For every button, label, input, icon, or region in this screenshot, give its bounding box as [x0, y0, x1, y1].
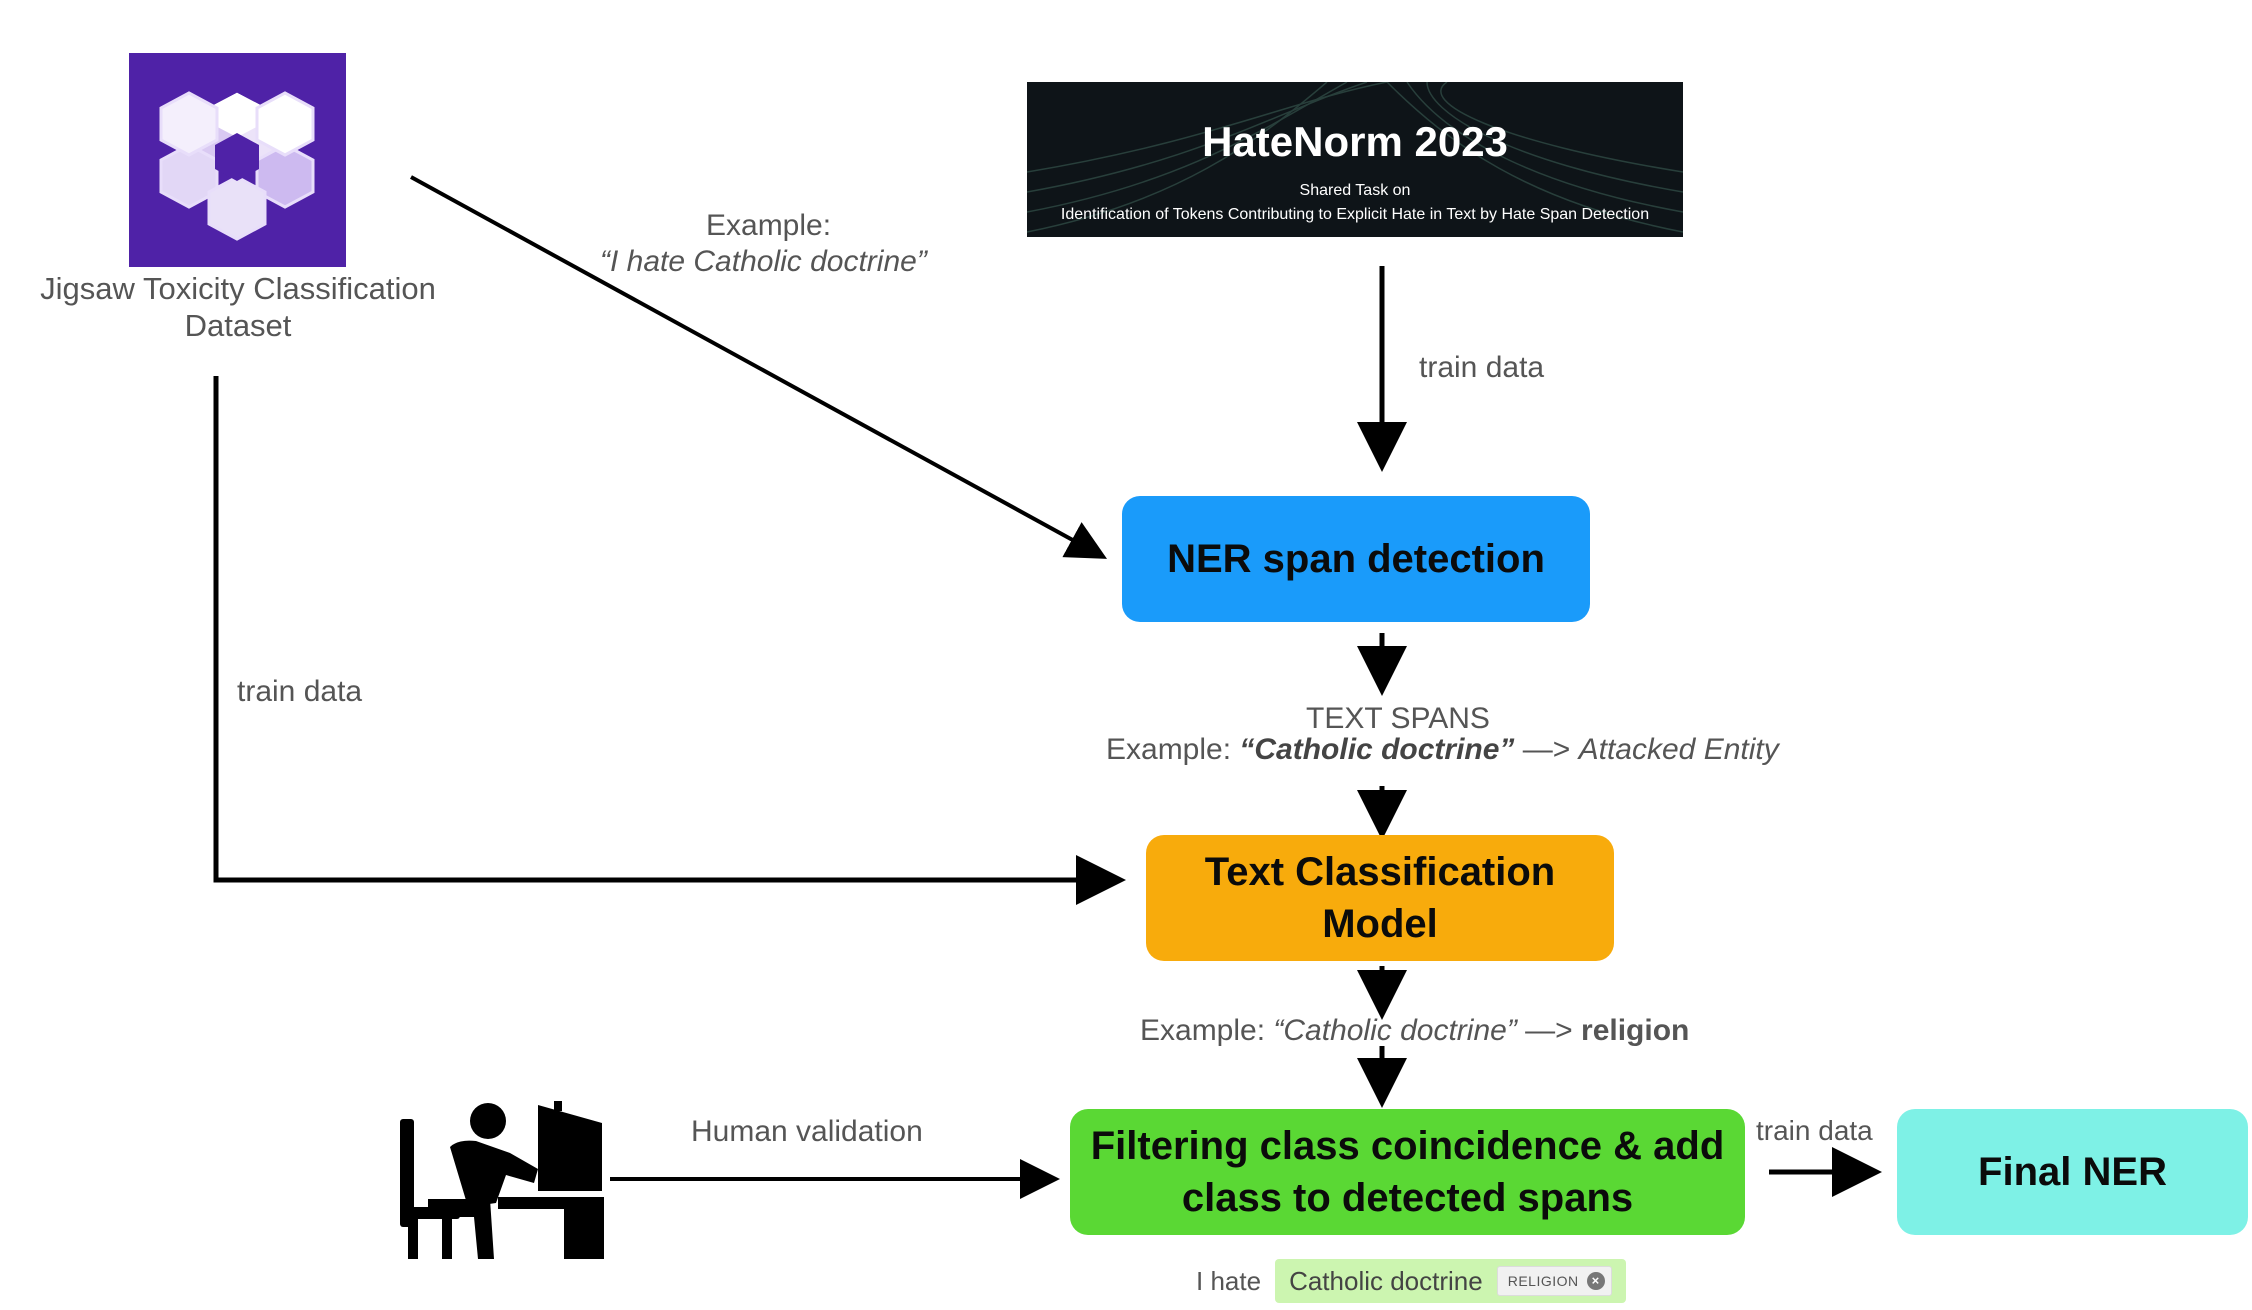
text-spans-example-arrow: —>: [1514, 733, 1579, 766]
filtering-box-line2: class to detected spans: [1181, 1176, 1634, 1220]
ner-box-label: NER span detection: [1167, 537, 1545, 581]
text-spans-example-result: Attacked Entity: [1578, 733, 1779, 766]
edge-label-final-train: train data: [1756, 1115, 1873, 1146]
hatenorm-banner: HateNorm 2023 Shared Task on Identificat…: [1027, 82, 1683, 237]
hatenorm-subtitle-line2: Identification of Tokens Contributing to…: [1060, 206, 1650, 223]
classification-box-line2: Model: [1322, 902, 1438, 946]
banner-background-pattern: [1027, 82, 1683, 233]
classification-example-arrow: —>: [1516, 1014, 1582, 1047]
final-box-label: Final NER: [1978, 1150, 2167, 1194]
example-top-quote: “I hate Catholic doctrine”: [600, 245, 927, 278]
jigsaw-dataset-caption: Jigsaw Toxicity Classification Dataset: [20, 270, 456, 344]
annotated-span-text: Catholic doctrine: [1289, 1265, 1483, 1296]
person-at-computer-icon: [398, 1099, 604, 1260]
edge-label-hatenorm-train: train data: [1419, 351, 1545, 384]
hatenorm-subtitle-line1: Shared Task on: [1299, 182, 1411, 199]
text-classification-model-box: Text Classification Model: [1146, 835, 1614, 961]
ner-span-detection-box: NER span detection: [1122, 496, 1590, 622]
classification-example-result: religion: [1581, 1014, 1690, 1047]
classification-example: Example: “Catholic doctrine” —> religion: [1140, 1014, 1689, 1048]
arrow-jigsaw-to-ner: [410, 175, 1108, 559]
annotated-span-tag-label: RELIGION: [1507, 1273, 1579, 1289]
filtering-box: Filtering class coincidence & add class …: [1070, 1109, 1745, 1235]
final-ner-box: Final NER: [1897, 1109, 2248, 1235]
classification-example-prefix: Example:: [1140, 1014, 1274, 1047]
edge-label-jigsaw-train: train data: [237, 675, 363, 708]
jigsaw-caption-line2: Dataset: [184, 308, 292, 344]
annotated-span-chip: Catholic doctrine RELIGION ×: [1275, 1259, 1626, 1303]
classification-example-quote: “Catholic doctrine”: [1273, 1014, 1517, 1047]
arrow-jigsaw-to-classification: [213, 376, 1126, 905]
text-spans-example: Example: “Catholic doctrine” —> Attacked…: [1106, 733, 1779, 767]
annotated-span-example: I hate Catholic doctrine RELIGION ×: [1196, 1257, 1626, 1305]
classification-box-line1: Text Classification: [1204, 850, 1556, 894]
jigsaw-caption-line1: Jigsaw Toxicity Classification: [40, 271, 436, 306]
annotated-span-tag: RELIGION ×: [1496, 1266, 1612, 1296]
jigsaw-logo-icon: [129, 53, 346, 267]
text-spans-example-quote: “Catholic doctrine”: [1239, 733, 1515, 766]
filtering-box-line1: Filtering class coincidence & add: [1090, 1124, 1725, 1168]
example-top-label: Example:: [706, 209, 832, 242]
close-circle-icon[interactable]: ×: [1586, 1272, 1605, 1290]
edge-label-human-validation: Human validation: [691, 1115, 923, 1148]
text-spans-heading: TEXT SPANS: [1306, 702, 1490, 735]
text-spans-example-prefix: Example:: [1106, 733, 1240, 766]
hatenorm-title: HateNorm 2023: [1202, 118, 1508, 165]
annotated-span-prefix: I hate: [1196, 1265, 1262, 1296]
